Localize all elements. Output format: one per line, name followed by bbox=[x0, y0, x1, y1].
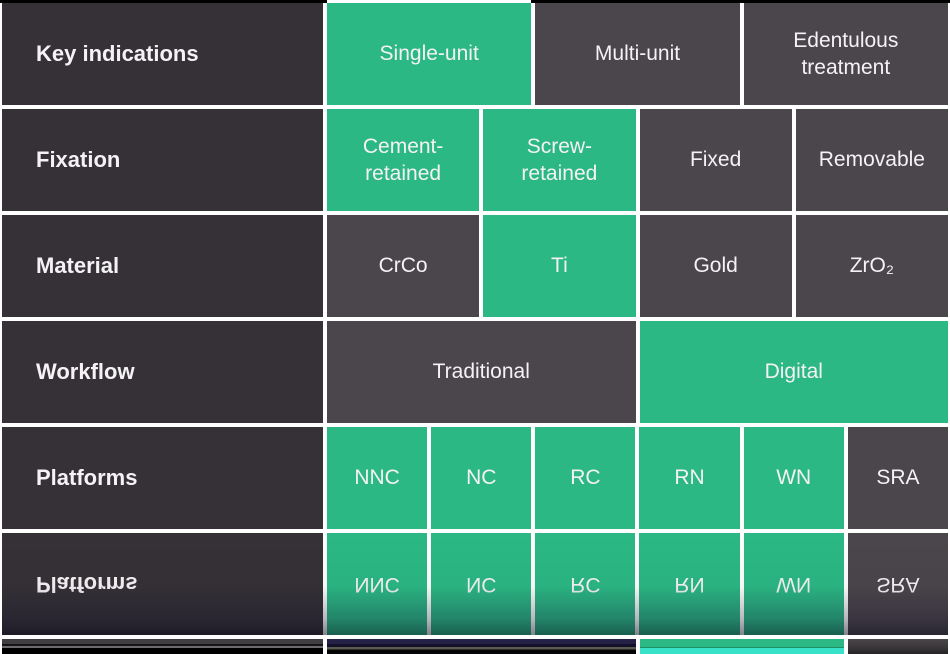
option-nnc-reflection: NNC bbox=[327, 533, 428, 635]
option-cement-retained[interactable]: Cement-retained bbox=[327, 109, 480, 211]
row-label-fixation: Fixation bbox=[2, 109, 323, 211]
option-gold[interactable]: Gold bbox=[639, 215, 792, 317]
option-wn[interactable]: WN bbox=[743, 427, 844, 529]
option-rn[interactable]: RN bbox=[639, 427, 740, 529]
strip-label-segment bbox=[2, 639, 323, 654]
option-digital[interactable]: Digital bbox=[639, 321, 948, 423]
option-rc[interactable]: RC bbox=[535, 427, 636, 529]
bottom-strip bbox=[2, 639, 948, 654]
row-label-key-indications: Key indications bbox=[2, 3, 323, 105]
row-label-platforms: Platforms bbox=[2, 427, 323, 529]
option-nc[interactable]: NC bbox=[431, 427, 532, 529]
option-traditional[interactable]: Traditional bbox=[327, 321, 636, 423]
option-edentulous-treatment[interactable]: Edentulous treatment bbox=[743, 3, 948, 105]
option-multi-unit[interactable]: Multi-unit bbox=[535, 3, 740, 105]
option-nnc[interactable]: NNC bbox=[327, 427, 428, 529]
row-label-material: Material bbox=[2, 215, 323, 317]
strip-navy-segment bbox=[327, 639, 636, 654]
row-label-workflow: Workflow bbox=[2, 321, 323, 423]
option-wn-reflection: WN bbox=[743, 533, 844, 635]
option-sra[interactable]: SRA bbox=[847, 427, 948, 529]
option-crco[interactable]: CrCo bbox=[327, 215, 480, 317]
strip-green-cyan-segment bbox=[639, 639, 844, 654]
option-ti[interactable]: Ti bbox=[483, 215, 636, 317]
option-removable[interactable]: Removable bbox=[795, 109, 948, 211]
option-rn-reflection: RN bbox=[639, 533, 740, 635]
strip-gray-segment bbox=[847, 639, 948, 654]
row-label-platforms-reflection: Platforms bbox=[2, 533, 323, 635]
option-screw-retained[interactable]: Screw-retained bbox=[483, 109, 636, 211]
option-rc-reflection: RC bbox=[535, 533, 636, 635]
option-sra-reflection: SRA bbox=[847, 533, 948, 635]
option-zro2[interactable]: ZrO₂ bbox=[795, 215, 948, 317]
option-fixed[interactable]: Fixed bbox=[639, 109, 792, 211]
option-single-unit[interactable]: Single-unit bbox=[327, 3, 532, 105]
option-nc-reflection: NC bbox=[431, 533, 532, 635]
